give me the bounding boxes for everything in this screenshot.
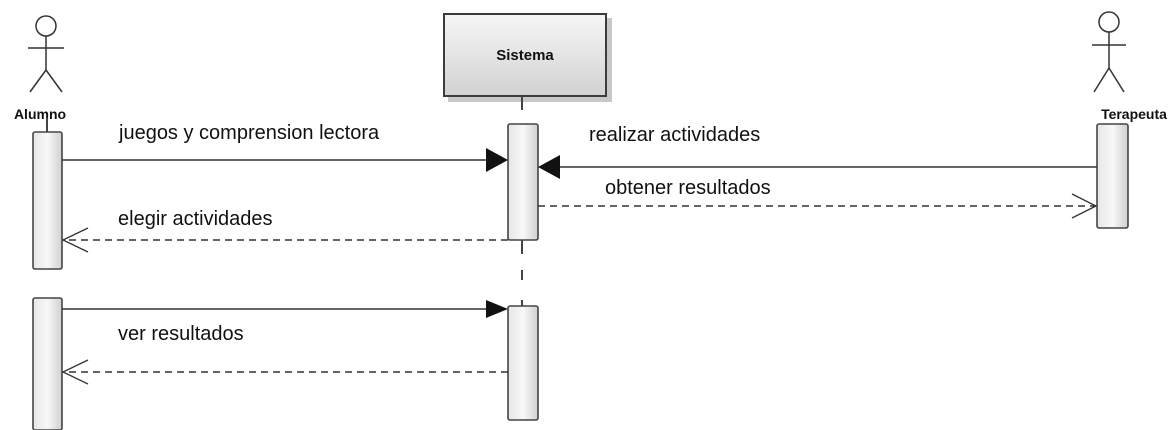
activation-bar-sistema (507, 305, 539, 421)
actor-terapeuta: Terapeuta (1092, 11, 1167, 122)
message-request-2 (62, 300, 508, 318)
message-label: ver resultados (118, 323, 244, 345)
message-elegir: elegir actividades (61, 208, 508, 253)
message-juegos: juegos y comprension lectora (62, 122, 508, 172)
message-label: juegos y comprension lectora (118, 122, 380, 144)
open-arrowhead-icon (61, 227, 89, 253)
arrowhead-icon (486, 300, 508, 318)
actor-label-terapeuta: Terapeuta (1101, 106, 1167, 122)
activation-bar-terapeuta (1096, 123, 1129, 229)
actor-alumno: Alumno (14, 15, 66, 122)
message-label: realizar actividades (589, 124, 760, 146)
actor-label-alumno: Alumno (14, 106, 66, 122)
activation-bar-alumno (32, 131, 63, 270)
participant-box-sistema (443, 13, 607, 97)
message-label: elegir actividades (118, 208, 273, 230)
message-realizar: realizar actividades (538, 124, 1097, 179)
participant-sistema: Sistema (443, 13, 612, 102)
arrowhead-icon (538, 155, 560, 179)
activation-bar-alumno (32, 297, 63, 430)
stick-figure-icon (28, 15, 64, 93)
stick-figure-icon (1092, 11, 1126, 93)
participant-label-sistema: Sistema (496, 47, 554, 64)
message-label: obtener resultados (605, 177, 771, 199)
message-ver: ver resultados (61, 323, 508, 385)
message-obtener: obtener resultados (538, 177, 1098, 219)
open-arrowhead-icon (61, 359, 89, 385)
open-arrowhead-icon (1071, 193, 1098, 219)
arrowhead-icon (486, 148, 508, 172)
activation-bar-sistema (507, 123, 539, 241)
